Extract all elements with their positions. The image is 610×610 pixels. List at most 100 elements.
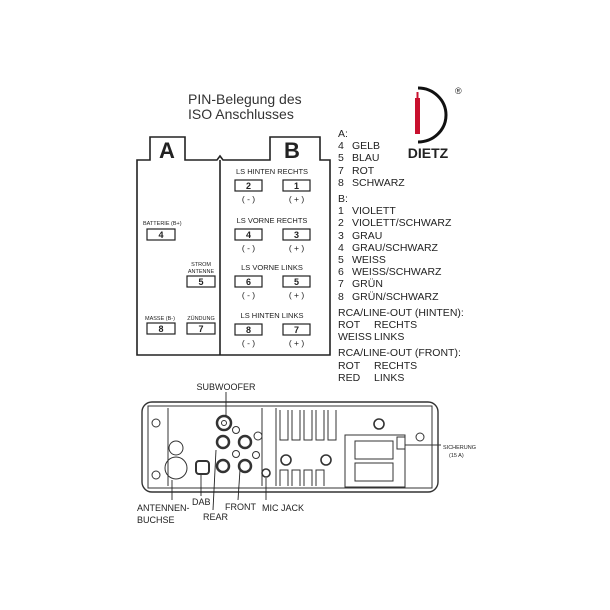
mic-jack bbox=[261, 468, 271, 478]
pin-box bbox=[282, 275, 311, 288]
pin-number: 1 bbox=[294, 181, 299, 191]
polarity-positive: ( + ) bbox=[289, 194, 305, 204]
legend-key: 6 bbox=[338, 266, 344, 279]
legend-item: 4 GELB bbox=[338, 140, 464, 152]
legend-item: ROT RECHTS bbox=[338, 319, 464, 331]
antenna-socket bbox=[164, 456, 188, 480]
label-fuse: SICHERUNG bbox=[443, 445, 476, 451]
label-subwoofer: SUBWOOFER bbox=[196, 382, 256, 392]
pin-box bbox=[234, 228, 263, 241]
heatsink-fins bbox=[279, 410, 337, 486]
rear-jack-bottom bbox=[215, 458, 231, 474]
pin-a-antenna: STROM ANTENNE 5 bbox=[186, 262, 216, 288]
logo-arc bbox=[417, 86, 448, 144]
subwoofer-jack bbox=[215, 414, 233, 432]
legend-item: RED LINKS bbox=[338, 372, 464, 384]
polarity-positive: ( + ) bbox=[289, 338, 305, 348]
polarity-positive: ( + ) bbox=[289, 243, 305, 253]
legend-value: RECHTS bbox=[374, 319, 418, 332]
legend-item: 4 GRAU/SCHWARZ bbox=[338, 242, 464, 254]
polarity-positive: ( + ) bbox=[289, 290, 305, 300]
pin-a-battery: BATTERIE (B+) 4 bbox=[143, 221, 182, 241]
legend-key: ROT bbox=[338, 359, 361, 372]
legend-value: LINKS bbox=[374, 331, 405, 344]
pin-group-b: LS VORNE RECHTS 4 ( - ) 3 ( + ) bbox=[234, 216, 311, 253]
front-jack-top bbox=[237, 434, 253, 450]
pin-label: ANTENNE bbox=[188, 269, 215, 275]
legend-value: SCHWARZ bbox=[352, 176, 405, 189]
pin-number: 6 bbox=[246, 277, 251, 287]
legend-key: ROT bbox=[338, 319, 361, 332]
group-label: LS VORNE LINKS bbox=[241, 263, 303, 272]
label-fuse-rating: (15 A) bbox=[449, 453, 464, 459]
group-label: LS HINTEN LINKS bbox=[241, 311, 304, 320]
legend-item: ROT RECHTS bbox=[338, 360, 464, 372]
pin-box bbox=[186, 275, 216, 288]
pin-box bbox=[234, 179, 263, 192]
group-label: LS HINTEN RECHTS bbox=[236, 167, 308, 176]
legend-key: 2 bbox=[338, 217, 344, 230]
legend-value: WEISS bbox=[352, 254, 386, 267]
legend-value: LINKS bbox=[374, 371, 405, 384]
label-front: FRONT bbox=[225, 502, 256, 512]
pin-box bbox=[186, 322, 216, 335]
legend-key: 7 bbox=[338, 164, 344, 177]
pin-number: 7 bbox=[294, 325, 299, 335]
pin-number: 3 bbox=[294, 230, 299, 240]
label-antenna-line2: BUCHSE bbox=[137, 515, 175, 525]
legend-value: GRAU/SCHWARZ bbox=[352, 241, 438, 254]
pin-label: BATTERIE (B+) bbox=[143, 221, 182, 227]
pin-number: 5 bbox=[198, 277, 203, 287]
diagram-title: PIN-Belegung des ISO Anschlusses bbox=[188, 92, 302, 122]
legend-key: 5 bbox=[338, 152, 344, 165]
pin-a-ignition: ZÜNDUNG 7 bbox=[186, 315, 216, 335]
pin-label: MASSE (B-) bbox=[145, 316, 175, 322]
connector-a-label: A bbox=[159, 138, 175, 163]
legend-key: 4 bbox=[338, 140, 344, 153]
connector-outline bbox=[136, 136, 331, 356]
legend-value: GRÜN/SCHWARZ bbox=[352, 290, 439, 303]
registered-mark: ® bbox=[455, 86, 462, 96]
legend-key: WEISS bbox=[338, 331, 372, 344]
connector-b-label: B bbox=[284, 138, 300, 163]
label-rear: REAR bbox=[203, 512, 229, 522]
pin-number: 4 bbox=[246, 230, 251, 240]
legend-key: 4 bbox=[338, 241, 344, 254]
polarity-negative: ( - ) bbox=[242, 243, 255, 253]
pin-box bbox=[282, 228, 311, 241]
label-dab: DAB bbox=[192, 497, 211, 507]
legend-value: BLAU bbox=[352, 152, 380, 165]
pin-box bbox=[146, 322, 176, 335]
logo-plug bbox=[415, 98, 420, 134]
radio-back-panel bbox=[141, 392, 441, 511]
pin-a-ground: MASSE (B-) 8 bbox=[145, 316, 176, 335]
pin-box bbox=[234, 275, 263, 288]
legend-value: GELB bbox=[352, 140, 381, 153]
legend-key: 1 bbox=[338, 205, 344, 218]
group-label: LS VORNE RECHTS bbox=[237, 216, 308, 225]
pin-number: 4 bbox=[158, 230, 163, 240]
legend-value: VIOLETT bbox=[352, 205, 396, 218]
legend-value: ROT bbox=[352, 164, 375, 177]
legend-rca-rear-header: RCA/LINE-OUT (HINTEN): bbox=[338, 306, 464, 319]
front-jack-bottom bbox=[237, 458, 253, 474]
logo-text: DIETZ bbox=[408, 145, 449, 161]
leader-lines bbox=[171, 392, 267, 511]
legend-key: 7 bbox=[338, 278, 344, 291]
legend-key: RED bbox=[338, 371, 361, 384]
legend-value: RECHTS bbox=[374, 359, 418, 372]
label-mic-jack: MIC JACK bbox=[262, 503, 304, 513]
pin-label: STROM bbox=[191, 262, 211, 268]
pin-box bbox=[282, 179, 311, 192]
legend-b-header: B: bbox=[338, 193, 348, 206]
pin-number: 8 bbox=[246, 325, 251, 335]
